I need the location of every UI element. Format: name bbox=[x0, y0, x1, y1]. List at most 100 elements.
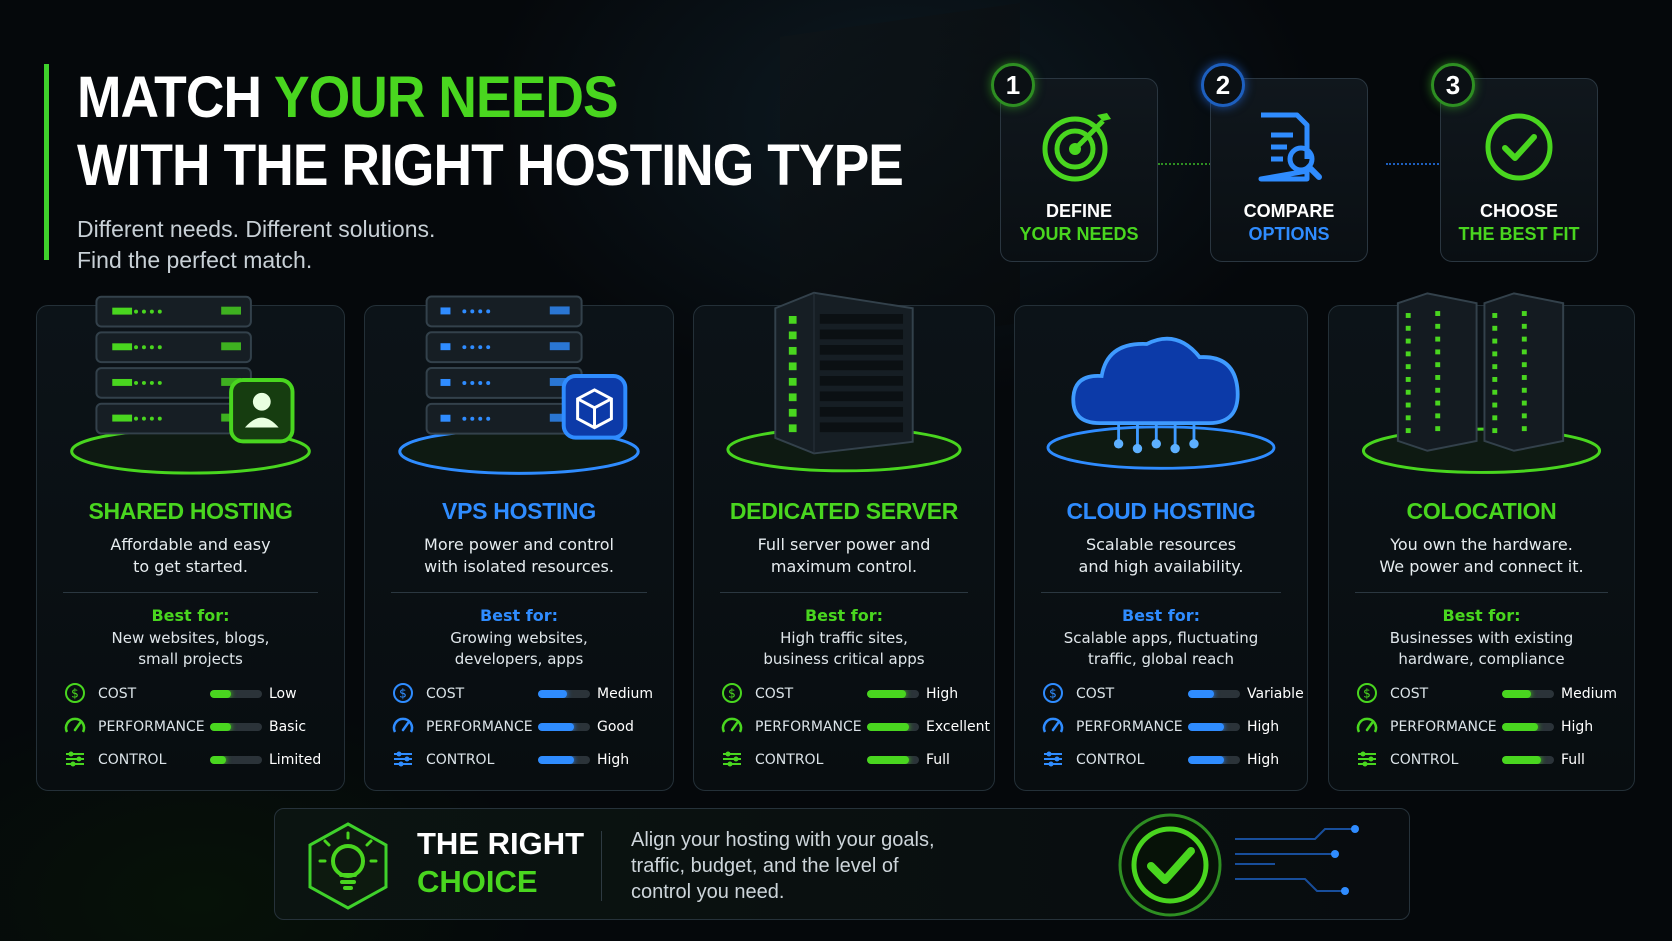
metric-label: CONTROL bbox=[755, 752, 824, 768]
dedicated-server-icon bbox=[726, 291, 962, 473]
metric-bar bbox=[210, 756, 262, 764]
metric-value: Medium bbox=[597, 686, 653, 702]
metric-performance: PERFORMANCE Basic bbox=[63, 715, 324, 748]
metric-value: Excellent bbox=[926, 719, 990, 735]
metric-label: CONTROL bbox=[1076, 752, 1145, 768]
metric-cost: $ COST High bbox=[720, 682, 974, 715]
metric-label: COST bbox=[426, 686, 465, 702]
cloud-icon bbox=[1046, 336, 1276, 470]
metric-cost: $ COST Medium bbox=[391, 682, 653, 715]
subtitle-line1: Different needs. Different solutions. bbox=[77, 216, 436, 242]
best-for-label: Best for: bbox=[151, 606, 230, 625]
svg-text:$: $ bbox=[728, 687, 736, 701]
metrics: $ COST Medium PERFORMANCE Good CONTROL H… bbox=[391, 682, 653, 781]
banner-title-line2: CHOICE bbox=[417, 864, 538, 899]
control-icon bbox=[1358, 751, 1376, 767]
cost-icon: $ bbox=[393, 683, 413, 703]
metric-label: CONTROL bbox=[98, 752, 167, 768]
metric-bar bbox=[1188, 756, 1240, 764]
hosting-card: CLOUD HOSTING Scalable resources and hig… bbox=[1014, 305, 1308, 791]
divider bbox=[63, 592, 318, 593]
banner-text: Align your hosting with your goals, traf… bbox=[631, 829, 935, 903]
metric-bar bbox=[210, 690, 262, 698]
step-sublabel: THE BEST FIT bbox=[1458, 224, 1580, 244]
metric-label: PERFORMANCE bbox=[1390, 719, 1497, 735]
metric-value: Medium bbox=[1561, 686, 1617, 702]
metric-control: CONTROL Full bbox=[1355, 748, 1614, 781]
card-description: Scalable resources and high availability… bbox=[1078, 535, 1244, 576]
metric-value: High bbox=[1561, 719, 1594, 735]
metrics: $ COST High PERFORMANCE Excellent CONTRO… bbox=[720, 682, 990, 781]
metric-label: COST bbox=[1076, 686, 1115, 702]
best-for-value: New websites, blogs, small projects bbox=[111, 629, 270, 668]
metric-value: High bbox=[1247, 719, 1280, 735]
metric-bar bbox=[867, 723, 919, 731]
target-icon bbox=[1042, 113, 1111, 182]
metric-performance: PERFORMANCE High bbox=[1355, 715, 1614, 748]
metric-bar bbox=[867, 690, 919, 698]
divider bbox=[391, 592, 647, 593]
metric-label: COST bbox=[1390, 686, 1429, 702]
metric-performance: PERFORMANCE High bbox=[1041, 715, 1287, 748]
banner-title-line1: THE RIGHT bbox=[417, 826, 585, 861]
metric-label: CONTROL bbox=[426, 752, 495, 768]
metric-control: CONTROL High bbox=[1041, 748, 1287, 781]
hosting-card: DEDICATED SERVER Full server power and m… bbox=[693, 291, 995, 791]
metric-value: Full bbox=[1561, 752, 1585, 768]
performance-icon bbox=[1042, 717, 1064, 733]
control-icon bbox=[1044, 751, 1062, 767]
metric-cost: $ COST Variable bbox=[1041, 682, 1304, 715]
metric-control: CONTROL High bbox=[391, 748, 653, 781]
best-for-label: Best for: bbox=[479, 606, 559, 625]
metric-bar bbox=[210, 723, 262, 731]
metric-bar bbox=[1188, 690, 1240, 698]
performance-icon bbox=[1356, 717, 1378, 733]
metric-label: PERFORMANCE bbox=[426, 719, 533, 735]
metric-bar bbox=[1502, 690, 1554, 698]
svg-text:$: $ bbox=[399, 687, 407, 701]
colocation-server-icon bbox=[1361, 292, 1602, 474]
card-description: More power and control with isolated res… bbox=[424, 535, 614, 576]
hosting-card: VPS HOSTING More power and control with … bbox=[364, 295, 674, 791]
metric-bar bbox=[867, 756, 919, 764]
metric-bar bbox=[1502, 723, 1554, 731]
divider bbox=[1355, 592, 1608, 593]
subtitle-line2: Find the perfect match. bbox=[77, 247, 313, 273]
header: MATCH YOUR NEEDS WITH THE RIGHT HOSTING … bbox=[44, 64, 975, 273]
check-circle-icon bbox=[1485, 113, 1553, 181]
shared-server-icon bbox=[70, 295, 311, 475]
step-label: COMPARE bbox=[1243, 201, 1335, 221]
best-for-value: High traffic sites, business critical ap… bbox=[763, 629, 925, 668]
control-icon bbox=[723, 751, 741, 767]
svg-text:$: $ bbox=[71, 687, 79, 701]
process-steps: 1 DEFINE YOUR NEEDS 2 COMPARE OPTIONS 3 … bbox=[991, 63, 1610, 264]
vps-server-icon bbox=[398, 295, 640, 475]
metric-performance: PERFORMANCE Excellent bbox=[720, 715, 990, 748]
metric-performance: PERFORMANCE Good bbox=[391, 715, 653, 748]
divider bbox=[1041, 592, 1281, 593]
metric-value: Basic bbox=[269, 719, 307, 735]
metric-label: PERFORMANCE bbox=[1076, 719, 1183, 735]
metric-cost: $ COST Medium bbox=[1355, 682, 1617, 715]
card-title: CLOUD HOSTING bbox=[1066, 498, 1256, 524]
hosting-card: COLOCATION You own the hardware. We powe… bbox=[1328, 292, 1635, 791]
performance-icon bbox=[721, 717, 743, 733]
metric-label: PERFORMANCE bbox=[755, 719, 862, 735]
title-highlight: YOUR NEEDS bbox=[274, 65, 619, 130]
metric-control: CONTROL Full bbox=[720, 748, 974, 781]
card-description: Affordable and easy to get started. bbox=[110, 535, 271, 576]
metrics: $ COST Variable PERFORMANCE High CONTROL… bbox=[1041, 682, 1304, 781]
subtitle: Different needs. Different solutions. Fi… bbox=[77, 214, 975, 276]
metric-value: Limited bbox=[269, 752, 322, 768]
metric-label: PERFORMANCE bbox=[98, 719, 205, 735]
step-define: 1 DEFINE YOUR NEEDS bbox=[991, 63, 1158, 262]
step-number: 2 bbox=[1201, 63, 1245, 107]
right-choice-banner: THE RIGHT CHOICE Align your hosting with… bbox=[274, 808, 1410, 920]
cost-icon: $ bbox=[1043, 683, 1063, 703]
check-badge-icon bbox=[1118, 813, 1359, 917]
card-description: You own the hardware. We power and conne… bbox=[1379, 535, 1584, 576]
metric-label: COST bbox=[755, 686, 794, 702]
card-title: COLOCATION bbox=[1406, 498, 1557, 524]
metric-control: CONTROL Limited bbox=[63, 748, 324, 781]
step-label: CHOOSE bbox=[1479, 201, 1558, 221]
